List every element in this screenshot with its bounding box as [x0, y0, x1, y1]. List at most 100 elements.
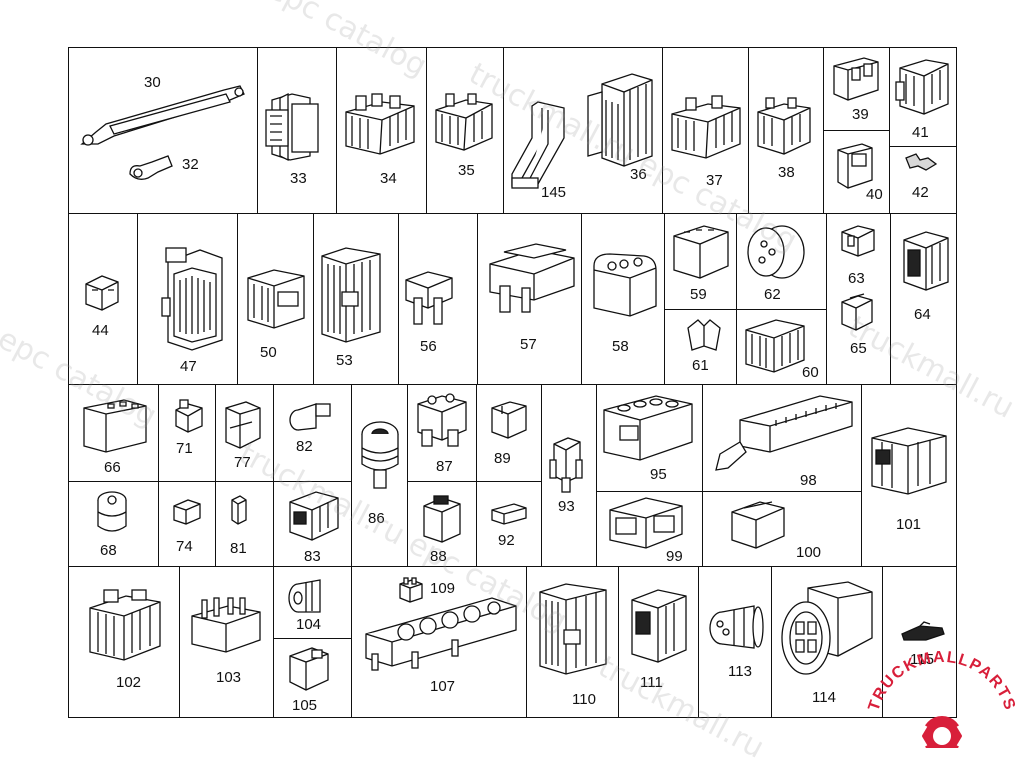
- label-32: 32: [182, 156, 199, 173]
- label-95: 95: [650, 466, 667, 483]
- label-89: 89: [494, 450, 511, 467]
- part-101-connector: [868, 424, 950, 500]
- part-104-round-plug: [286, 576, 332, 616]
- part-44-plug: [82, 272, 122, 312]
- cell-81: [215, 481, 274, 567]
- part-53-connector: [318, 240, 384, 346]
- label-68: 68: [100, 542, 117, 559]
- part-34-connector: [342, 92, 418, 160]
- label-101: 101: [896, 516, 922, 533]
- part-71-clip: [172, 398, 206, 434]
- part-30-strap: [74, 82, 250, 150]
- label-66: 66: [104, 459, 121, 476]
- part-92-terminal: [488, 500, 530, 526]
- part-100-housing: [728, 498, 788, 554]
- label-40: 40: [866, 186, 883, 203]
- part-107-fuse-strip: [362, 594, 520, 676]
- label-88: 88: [430, 548, 447, 565]
- label-111: 111: [640, 674, 663, 691]
- label-38: 38: [778, 164, 795, 181]
- label-58: 58: [612, 338, 629, 355]
- part-103-connector: [188, 596, 264, 656]
- label-81: 81: [230, 540, 247, 557]
- label-115: 115: [910, 651, 934, 668]
- label-77: 77: [234, 454, 251, 471]
- part-56-connector: [402, 268, 456, 328]
- label-62: 62: [764, 286, 781, 303]
- label-98: 98: [800, 472, 817, 489]
- label-100: 100: [796, 544, 822, 561]
- label-42: 42: [912, 184, 929, 201]
- label-103: 103: [216, 669, 242, 686]
- label-44: 44: [92, 322, 109, 339]
- label-59: 59: [690, 286, 707, 303]
- label-109: 109: [430, 580, 456, 597]
- label-34: 34: [380, 170, 397, 187]
- label-113: 113: [728, 663, 752, 680]
- label-114: 114: [812, 689, 836, 706]
- part-57-housing: [486, 242, 578, 316]
- svg-text:TRUCKMALLPARTS: TRUCKMALLPARTS: [865, 650, 1018, 713]
- label-71: 71: [176, 440, 193, 457]
- label-83: 83: [304, 548, 321, 565]
- part-77-housing: [222, 398, 264, 452]
- label-93: 93: [558, 498, 575, 515]
- label-57: 57: [520, 336, 537, 353]
- label-82: 82: [296, 438, 313, 455]
- label-99: 99: [666, 548, 683, 565]
- part-93-clip: [546, 434, 586, 494]
- label-37: 37: [706, 172, 723, 189]
- part-89-housing: [488, 398, 530, 442]
- part-81-terminal: [228, 494, 250, 526]
- truckmallparts-logo: TRUCKMALLPARTS: [862, 649, 1022, 756]
- part-99-connector: [606, 494, 686, 552]
- label-104: 104: [296, 616, 322, 633]
- part-95-housing: [600, 390, 696, 470]
- part-87-connector: [414, 390, 470, 450]
- part-74-housing: [170, 496, 204, 528]
- label-61: 61: [692, 357, 709, 374]
- part-65-housing: [838, 292, 876, 334]
- part-145-connector: [508, 98, 574, 194]
- label-74: 74: [176, 538, 193, 555]
- label-105: 105: [292, 697, 318, 714]
- part-62-round-plug: [744, 220, 808, 282]
- label-41: 41: [912, 124, 929, 141]
- part-63-clip: [838, 222, 878, 260]
- part-82-round-plug: [286, 398, 334, 434]
- cell-92: [476, 481, 542, 567]
- part-41-connector: [894, 54, 952, 120]
- part-111-connector: [628, 586, 690, 666]
- label-50: 50: [260, 344, 277, 361]
- part-86-socket: [356, 418, 402, 496]
- part-42-terminal: [904, 150, 938, 174]
- part-40-housing: [834, 140, 876, 192]
- part-50-connector: [244, 262, 308, 334]
- label-87: 87: [436, 458, 453, 475]
- part-109-clip: [396, 576, 426, 606]
- part-102-connector: [86, 588, 164, 668]
- part-37-connector: [668, 94, 744, 164]
- label-33: 33: [290, 170, 307, 187]
- part-114-connector: [778, 578, 876, 684]
- label-53: 53: [336, 352, 353, 369]
- label-63: 63: [848, 270, 865, 287]
- part-39-housing: [830, 54, 882, 104]
- part-64-connector: [898, 226, 952, 296]
- label-60: 60: [802, 364, 819, 381]
- label-39: 39: [852, 106, 869, 123]
- part-32-lug: [126, 152, 174, 184]
- label-65: 65: [850, 340, 867, 357]
- part-83-connector: [286, 488, 342, 544]
- label-102: 102: [116, 674, 142, 691]
- label-30: 30: [144, 74, 161, 91]
- part-61-clip: [684, 316, 724, 354]
- logo-text: TRUCKMALLPARTS: [865, 649, 1017, 713]
- part-58-housing: [590, 250, 660, 320]
- label-86: 86: [368, 510, 385, 527]
- label-107: 107: [430, 678, 456, 695]
- cell-82: [273, 384, 352, 482]
- label-64: 64: [914, 306, 931, 323]
- part-36-connector: [584, 70, 656, 170]
